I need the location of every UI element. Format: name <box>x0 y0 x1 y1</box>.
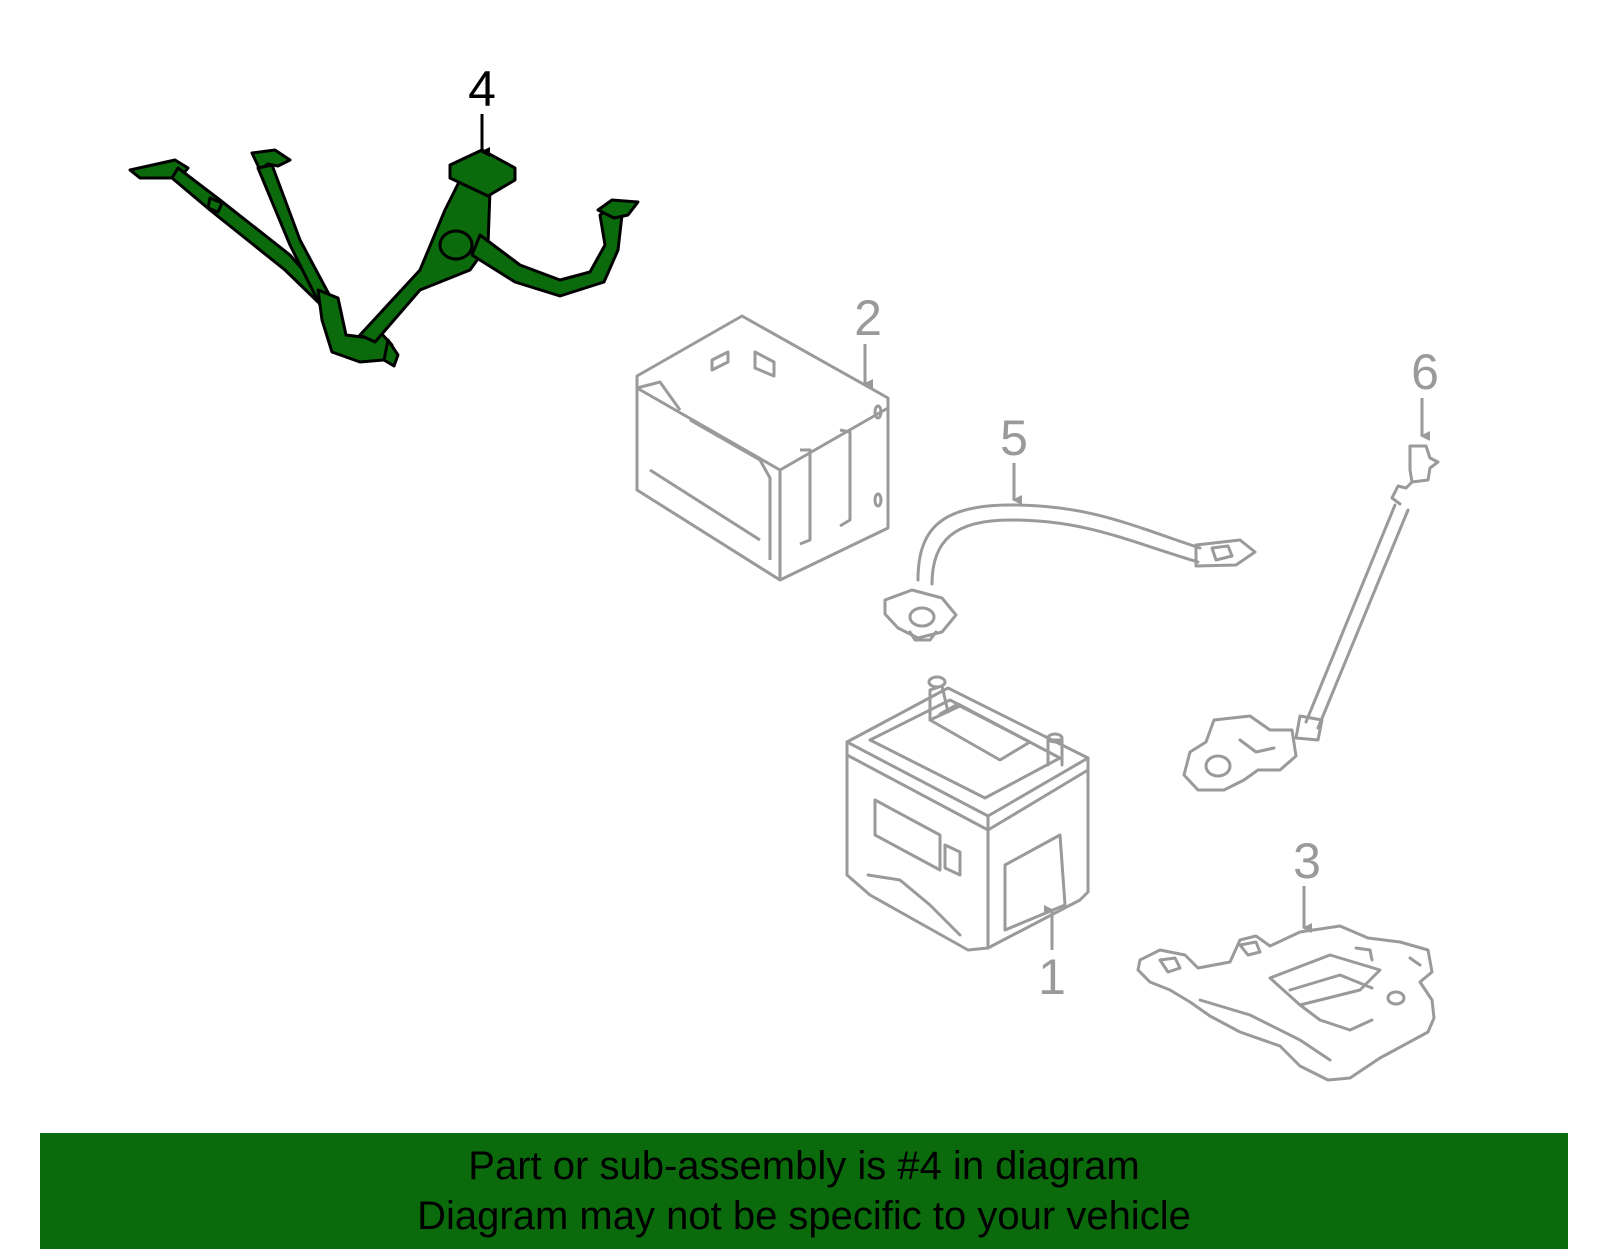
battery-hold-down-part-3[interactable] <box>1136 924 1436 1082</box>
parts-diagram: 4 2 5 <box>128 61 1440 1082</box>
callout-3-label: 3 <box>1293 833 1321 889</box>
callout-6-label: 6 <box>1411 344 1439 400</box>
callout-4-label: 4 <box>468 61 496 117</box>
cable-harness-part-4[interactable] <box>128 148 640 368</box>
callout-1-label: 1 <box>1038 949 1066 1005</box>
info-banner: Part or sub-assembly is #4 in diagram Di… <box>40 1133 1568 1249</box>
callout-2-label: 2 <box>854 290 882 346</box>
banner-line-1: Part or sub-assembly is #4 in diagram <box>468 1144 1140 1188</box>
battery-part-1[interactable] <box>845 675 1090 952</box>
negative-cable-part-5[interactable] <box>883 503 1257 642</box>
battery-tray-box-part-2[interactable] <box>635 314 890 582</box>
banner-line-2: Diagram may not be specific to your vehi… <box>417 1194 1191 1238</box>
callout-5-label: 5 <box>1000 410 1028 466</box>
positive-cable-part-6[interactable] <box>1182 444 1440 792</box>
